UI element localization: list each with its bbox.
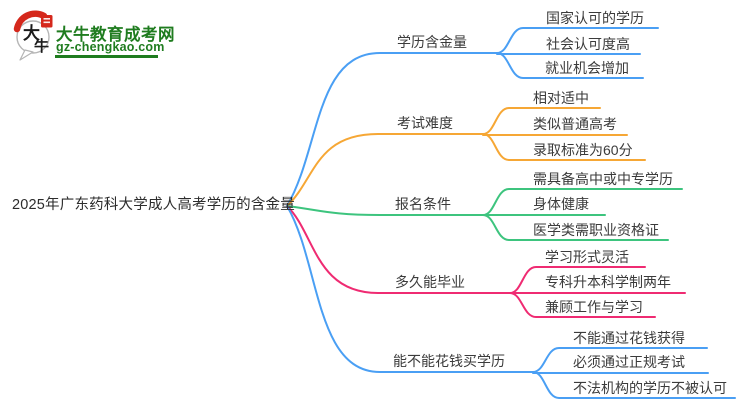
- leaf-node: 相对适中: [533, 90, 589, 106]
- leaf-node: 类似普通高考: [533, 116, 617, 132]
- branch-4-lines: [286, 205, 686, 318]
- logo-title: 大牛教育成考网: [56, 26, 175, 44]
- leaf-node: 必须通过正规考试: [573, 354, 685, 370]
- leaf-node: 就业机会增加: [545, 60, 629, 76]
- branch-2-lines: [286, 107, 646, 207]
- svg-text:牛: 牛: [34, 37, 49, 55]
- branch-label-xueli-hanjinliang: 学历含金量: [397, 34, 467, 50]
- branch-label-duojiu-biye: 多久能毕业: [395, 274, 465, 290]
- branch-5-lines: [286, 205, 736, 399]
- svg-text:大: 大: [23, 23, 40, 44]
- logo-domain-text: gz-chengkao.com: [56, 40, 165, 54]
- branch-label-kaoshi-nandu: 考试难度: [397, 115, 453, 131]
- leaf-node: 学习形式灵活: [545, 249, 629, 265]
- leaf-node: 录取标准为60分: [533, 142, 633, 158]
- leaf-node: 兼顾工作与学习: [545, 299, 643, 315]
- leaf-node: 不能通过花钱获得: [573, 330, 685, 346]
- leaf-node: 医学类需职业资格证: [533, 222, 659, 238]
- daniu-bull-logo-icon: 大 牛: [13, 10, 53, 61]
- branch-1-lines: [286, 27, 659, 207]
- branch-label-baoming-tiaojian: 报名条件: [395, 196, 451, 212]
- leaf-node: 专科升本科学制两年: [545, 274, 671, 290]
- mindmap-root-topic: 2025年广东药科大学成人高考学历的含金量: [12, 197, 295, 213]
- branch-3-lines: [286, 188, 683, 241]
- leaf-node: 需具备高中或中专学历: [533, 171, 673, 187]
- logo-underline: [55, 55, 158, 58]
- leaf-node: 不法机构的学历不被认可: [573, 380, 727, 396]
- leaf-node: 身体健康: [533, 196, 589, 212]
- leaf-node: 国家认可的学历: [546, 10, 644, 26]
- branch-label-huaqian-mai-xueli: 能不能花钱买学历: [393, 353, 505, 369]
- leaf-node: 社会认可度高: [546, 36, 630, 52]
- site-logo: 大 牛 大牛教育成考网 gz-chengkao.com: [12, 8, 242, 61]
